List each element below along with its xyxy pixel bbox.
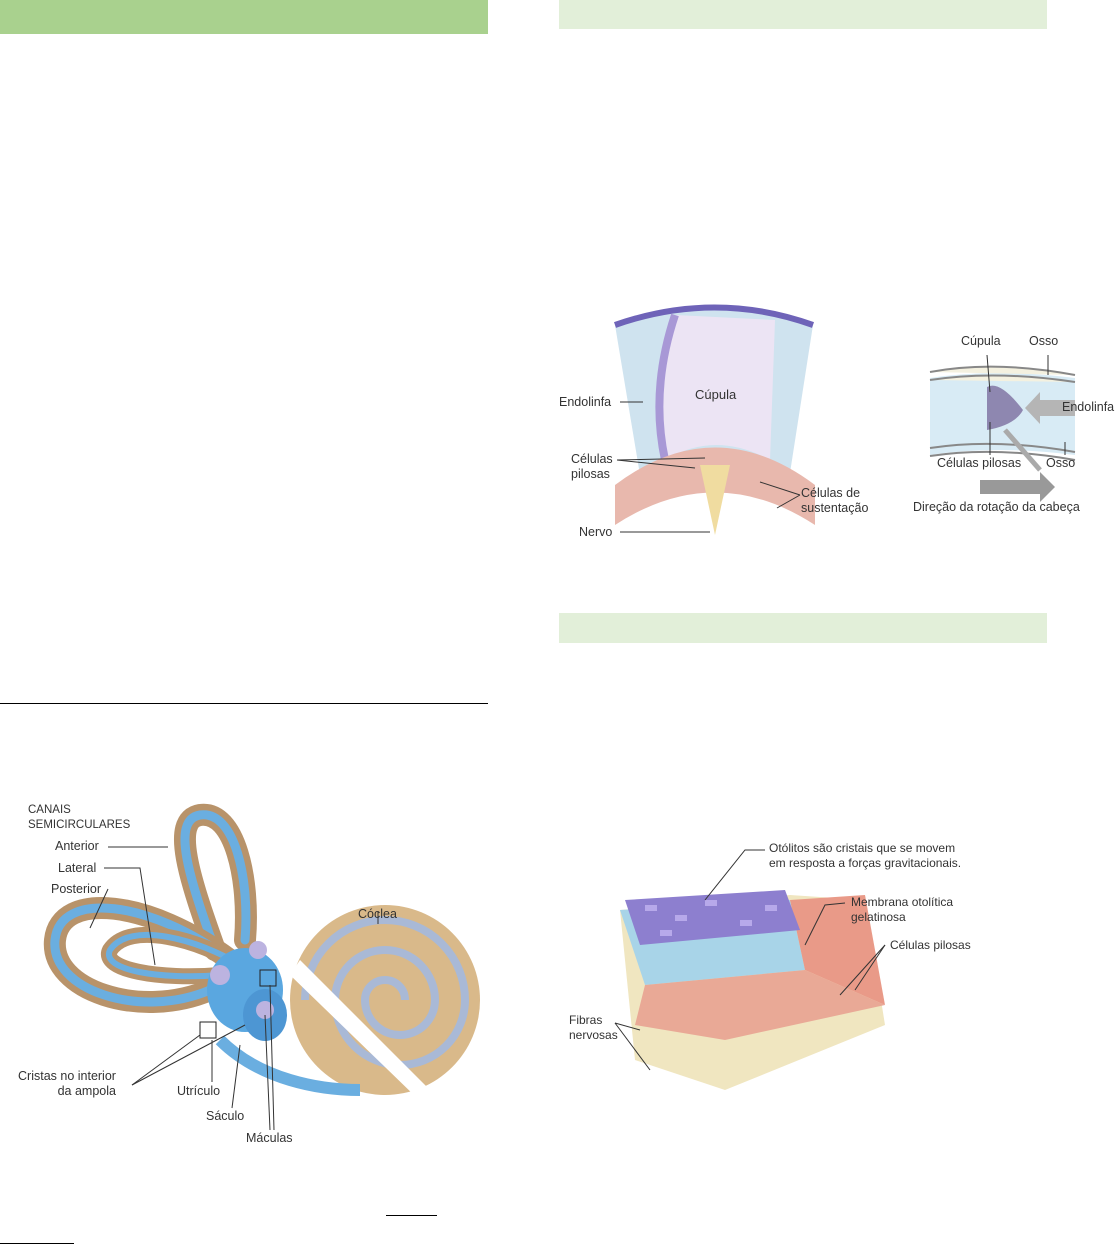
label-endolinfa-small: Endolinfa (1062, 400, 1115, 414)
label-lateral: Lateral (58, 861, 97, 875)
underline-2 (0, 1243, 74, 1244)
label-canais: CANAIS SEMICIRCULARES (28, 804, 131, 831)
label-osso-bottom: Osso (1046, 456, 1076, 470)
section-header-bar-right-2 (559, 613, 1047, 643)
label-coclea: Cóclea (358, 907, 397, 921)
rotation-drawing (929, 354, 1076, 502)
inner-ear-drawing (43, 803, 480, 1131)
divider-line (0, 703, 488, 704)
otolith-figure: Otólitos são cristais que se movem em re… (555, 835, 995, 1100)
label-posterior: Posterior (51, 882, 102, 896)
label-endolinfa: Endolinfa (559, 395, 612, 409)
section-header-bar-left (0, 0, 488, 34)
label-osso-top: Osso (1029, 334, 1059, 348)
label-anterior: Anterior (55, 839, 99, 853)
label-cupula-small: Cúpula (961, 334, 1001, 348)
cupula-figure: Endolinfa Cúpula Células pilosas Células… (555, 290, 885, 550)
label-fibras: Fibras nervosas (569, 1013, 618, 1042)
label-celulas-pilosas: Células pilosas (571, 452, 613, 481)
label-cupula: Cúpula (695, 387, 737, 402)
label-celulas-sustentacao: Células de sustentação (801, 486, 869, 515)
label-maculas: Máculas (246, 1131, 293, 1145)
label-otolitos: Otólitos são cristais que se movem em re… (769, 841, 962, 870)
otolith-drawing (614, 849, 886, 1090)
section-header-bar-right (559, 0, 1047, 29)
label-celulas-pilosas-otolith: Células pilosas (890, 938, 971, 952)
cupula-drawing (614, 304, 815, 535)
label-direcao: Direção da rotação da cabeça (913, 500, 1080, 514)
label-celulas-pilosas-small: Células pilosas (937, 456, 1022, 470)
inner-ear-figure: CANAIS SEMICIRCULARES Anterior Lateral P… (0, 790, 490, 1160)
rotation-figure: Cúpula Osso Endolinfa Células pilosas Os… (905, 330, 1119, 525)
underline-1 (386, 1215, 437, 1216)
label-saculo: Sáculo (206, 1109, 245, 1123)
label-utriculo: Utrículo (177, 1084, 221, 1098)
label-membrana: Membrana otolítica gelatinosa (851, 895, 954, 924)
label-cristas: Cristas no interior da ampola (18, 1069, 116, 1098)
label-nervo: Nervo (579, 525, 613, 539)
